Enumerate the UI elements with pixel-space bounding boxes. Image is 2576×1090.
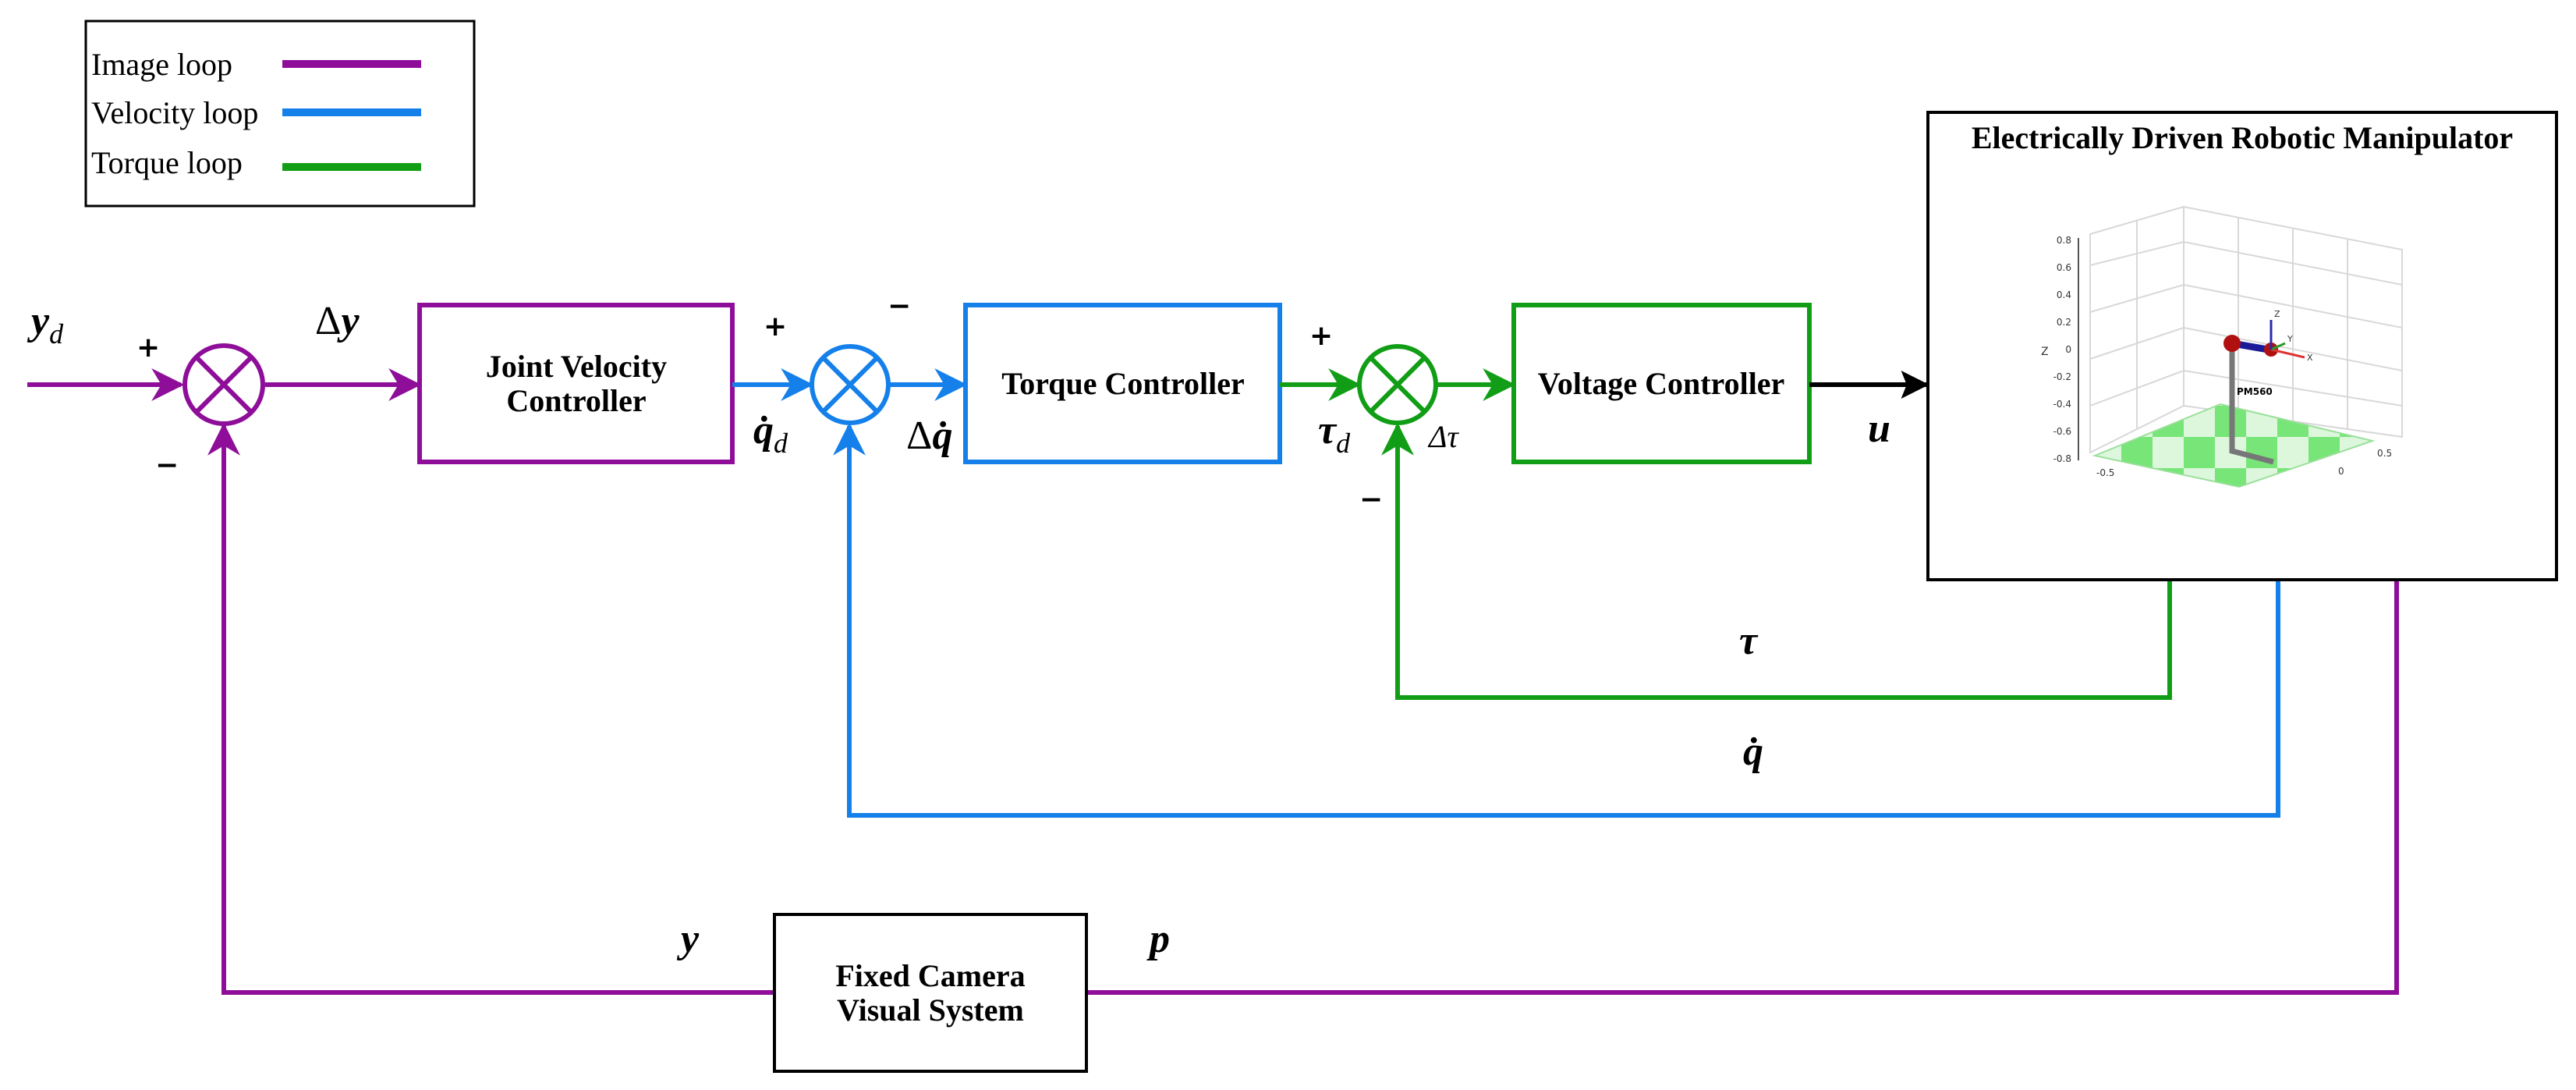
sign-minus-junction2: −	[888, 290, 911, 322]
summing-junction-1	[182, 343, 265, 426]
frame-label-z: Z	[2274, 309, 2280, 319]
signal-delta-y-label: Δy	[315, 299, 360, 343]
z-tick: 0.8	[2057, 235, 2071, 246]
frame-label-y: Y	[2287, 334, 2293, 344]
tau-feedback-line	[1381, 422, 2172, 700]
legend-label-torque-loop: Torque loop	[91, 145, 243, 180]
signal-yd-label: yd	[27, 299, 64, 350]
signal-p-label: p	[1146, 917, 1170, 961]
signal-u-label: u	[1868, 407, 1890, 451]
plot-grid	[2089, 205, 2403, 454]
joint-velocity-controller-block: Joint Velocity Controller	[417, 303, 735, 464]
z-tick: -0.8	[2053, 453, 2071, 464]
robot-3d-plot: Z 0.8 0.6 0.4 0.2 0 -0.2 -0.4 -0.6 -0.8 …	[2041, 205, 2403, 488]
z-tick: 0.2	[2057, 317, 2071, 328]
z-tick: -0.2	[2053, 371, 2071, 382]
frame-label-x: X	[2307, 353, 2313, 363]
p-feedback-line	[1086, 580, 2399, 995]
signal-tau-label: τ	[1739, 619, 1759, 663]
camera-block: Fixed Camera Visual System	[773, 913, 1088, 1073]
z-tick: -0.6	[2053, 426, 2071, 437]
qdot-feedback-line	[833, 422, 2280, 818]
robot-arm: X Y Z PM560	[2223, 309, 2313, 465]
sign-plus-junction1: +	[136, 332, 160, 364]
manipulator-title: Electrically Driven Robotic Manipulator	[1972, 120, 2513, 155]
manipulator-block: Electrically Driven Robotic Manipulator	[1926, 111, 2558, 581]
legend-label-velocity-loop: Velocity loop	[91, 95, 258, 130]
x-tick: -0.5	[2096, 467, 2114, 478]
camera-label-line2: Visual System	[837, 992, 1024, 1028]
x-tick: 0	[2338, 466, 2344, 477]
z-tick: 0	[2065, 344, 2071, 355]
z-tick: -0.4	[2053, 399, 2071, 410]
sign-plus-junction2: +	[764, 311, 787, 343]
plot-x-ticks: -0.5 0 0.5	[2096, 448, 2392, 478]
torque-loop	[1280, 368, 2172, 700]
signal-qdot-d-label: q̇d	[753, 408, 788, 459]
plot-z-ticks: 0.8 0.6 0.4 0.2 0 -0.2 -0.4 -0.6 -0.8	[2053, 235, 2071, 464]
robot-name-label: PM560	[2237, 386, 2273, 397]
signal-delta-tau-label: Δτ	[1427, 419, 1459, 454]
camera-label-line1: Fixed Camera	[835, 958, 1025, 993]
legend-label-image-loop: Image loop	[91, 47, 232, 82]
z-tick: 0.4	[2057, 289, 2071, 300]
sign-plus-junction3: +	[1309, 320, 1333, 352]
voltage-controller-label: Voltage Controller	[1538, 366, 1785, 401]
torque-controller-label: Torque Controller	[1001, 366, 1245, 401]
z-tick: 0.6	[2057, 262, 2071, 273]
plot-z-axis-label: Z	[2041, 346, 2049, 358]
voltage-controller-block: Voltage Controller	[1511, 303, 1812, 464]
signal-delta-qdot-label: Δq̇	[906, 414, 952, 458]
summing-junction-2	[810, 344, 891, 425]
torque-controller-block: Torque Controller	[963, 303, 1282, 464]
joint-velocity-label-line1: Joint Velocity	[486, 349, 667, 384]
sign-minus-junction1: −	[155, 449, 179, 481]
signal-y-label: y	[676, 917, 700, 961]
joint-velocity-label-line2: Controller	[506, 383, 646, 418]
velocity-loop	[732, 368, 2280, 818]
y-feedback-line	[207, 422, 774, 995]
signal-qdot-label: q̇	[1743, 730, 1763, 774]
summing-junction-3	[1357, 344, 1438, 425]
image-loop	[27, 368, 2399, 995]
signal-tau-d-label: τd	[1318, 408, 1351, 459]
x-tick: 0.5	[2377, 448, 2392, 459]
sign-minus-junction3: −	[1359, 484, 1383, 516]
legend: Image loop Velocity loop Torque loop	[84, 20, 476, 208]
